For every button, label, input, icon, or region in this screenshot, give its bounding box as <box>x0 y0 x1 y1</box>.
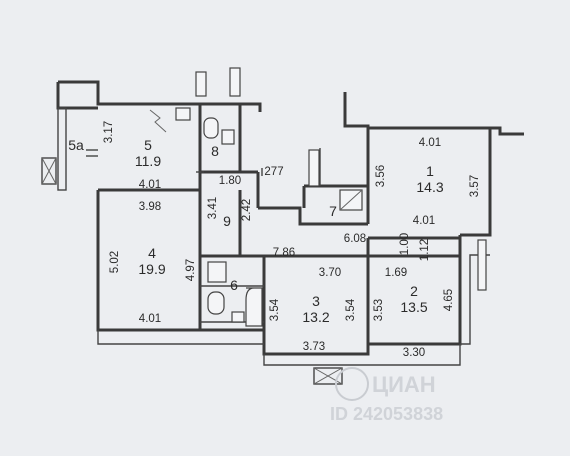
bathtub-icon <box>245 287 263 327</box>
shower-icon <box>207 261 227 283</box>
dim-3-98: 3.98 <box>139 201 161 213</box>
room-9-number: 9 <box>223 213 231 229</box>
window-marker-left <box>41 157 57 185</box>
room-3-number: 3 <box>312 293 320 309</box>
dim-3-53: 3.53 <box>373 299 385 321</box>
dim-4-01-room4: 4.01 <box>139 313 161 325</box>
fixtures <box>41 67 487 385</box>
room-6-number: 6 <box>230 277 238 293</box>
room-7-number: 7 <box>329 203 337 219</box>
dimension-labels: 3.17 4.01 3.98 5.02 4.97 4.01 1.80 277 3… <box>103 121 481 359</box>
dim-1-12: 1.12 <box>419 239 431 261</box>
room-2-number: 2 <box>410 283 418 299</box>
radiator-icon <box>477 239 487 291</box>
dim-4-65: 4.65 <box>443 289 455 311</box>
dim-3-57: 3.57 <box>469 175 481 197</box>
sink-icon <box>231 311 245 323</box>
dim-3-30: 3.30 <box>403 347 425 359</box>
room-8-number: 8 <box>211 143 219 159</box>
dim-1-69: 1.69 <box>385 267 407 279</box>
watermark: ЦИАН ID 242053838 <box>330 367 443 424</box>
room-1-area: 14.3 <box>416 179 443 195</box>
window-marker-bottom <box>313 367 343 385</box>
dim-3-54-left: 3.54 <box>269 298 281 321</box>
dim-277: 277 <box>264 166 283 178</box>
watermark-text: ЦИАН <box>372 372 436 397</box>
dim-3-41: 3.41 <box>207 197 219 219</box>
toilet-icon <box>203 117 219 139</box>
riser-icon <box>229 67 241 97</box>
dim-4-97: 4.97 <box>185 259 197 281</box>
dim-3-54-right: 3.54 <box>345 298 357 321</box>
dim-1-00: 1.00 <box>399 233 411 255</box>
room-5-number: 5 <box>144 137 152 153</box>
room-labels: 5 11.9 5a 4 19.9 8 9 6 7 1 14.3 3 13.2 2… <box>68 137 444 325</box>
watermark-logo-icon <box>335 367 369 401</box>
dim-3-17: 3.17 <box>103 121 115 143</box>
vent-icon <box>175 107 191 121</box>
dim-1-80: 1.80 <box>219 175 241 187</box>
room-2-area: 13.5 <box>400 299 427 315</box>
dim-4-01-room1-top: 4.01 <box>419 137 441 149</box>
dim-4-01-room1-bottom: 4.01 <box>413 215 435 227</box>
dim-7-86: 7.86 <box>273 247 295 259</box>
toilet-icon <box>207 291 225 315</box>
watermark-id: ID 242053838 <box>330 404 443 424</box>
riser-icon <box>308 149 320 187</box>
room-4-number: 4 <box>148 245 156 261</box>
riser-icon <box>195 71 207 97</box>
dim-3-56: 3.56 <box>375 165 387 187</box>
room-3-area: 13.2 <box>302 309 329 325</box>
sink-icon <box>221 129 235 145</box>
dim-3-70: 3.70 <box>319 267 341 279</box>
room-5a-number: 5a <box>68 137 84 153</box>
interior-walls <box>98 104 460 344</box>
dim-6-08: 6.08 <box>344 233 366 245</box>
room-5-area: 11.9 <box>135 153 161 169</box>
dim-5-02: 5.02 <box>109 251 121 273</box>
dim-4-01-room5: 4.01 <box>139 179 161 191</box>
room-4-area: 19.9 <box>138 261 165 277</box>
room-1-number: 1 <box>426 163 434 179</box>
stove-icon <box>149 109 167 133</box>
dim-2-42: 2.42 <box>241 199 253 221</box>
dim-3-73: 3.73 <box>303 341 325 353</box>
